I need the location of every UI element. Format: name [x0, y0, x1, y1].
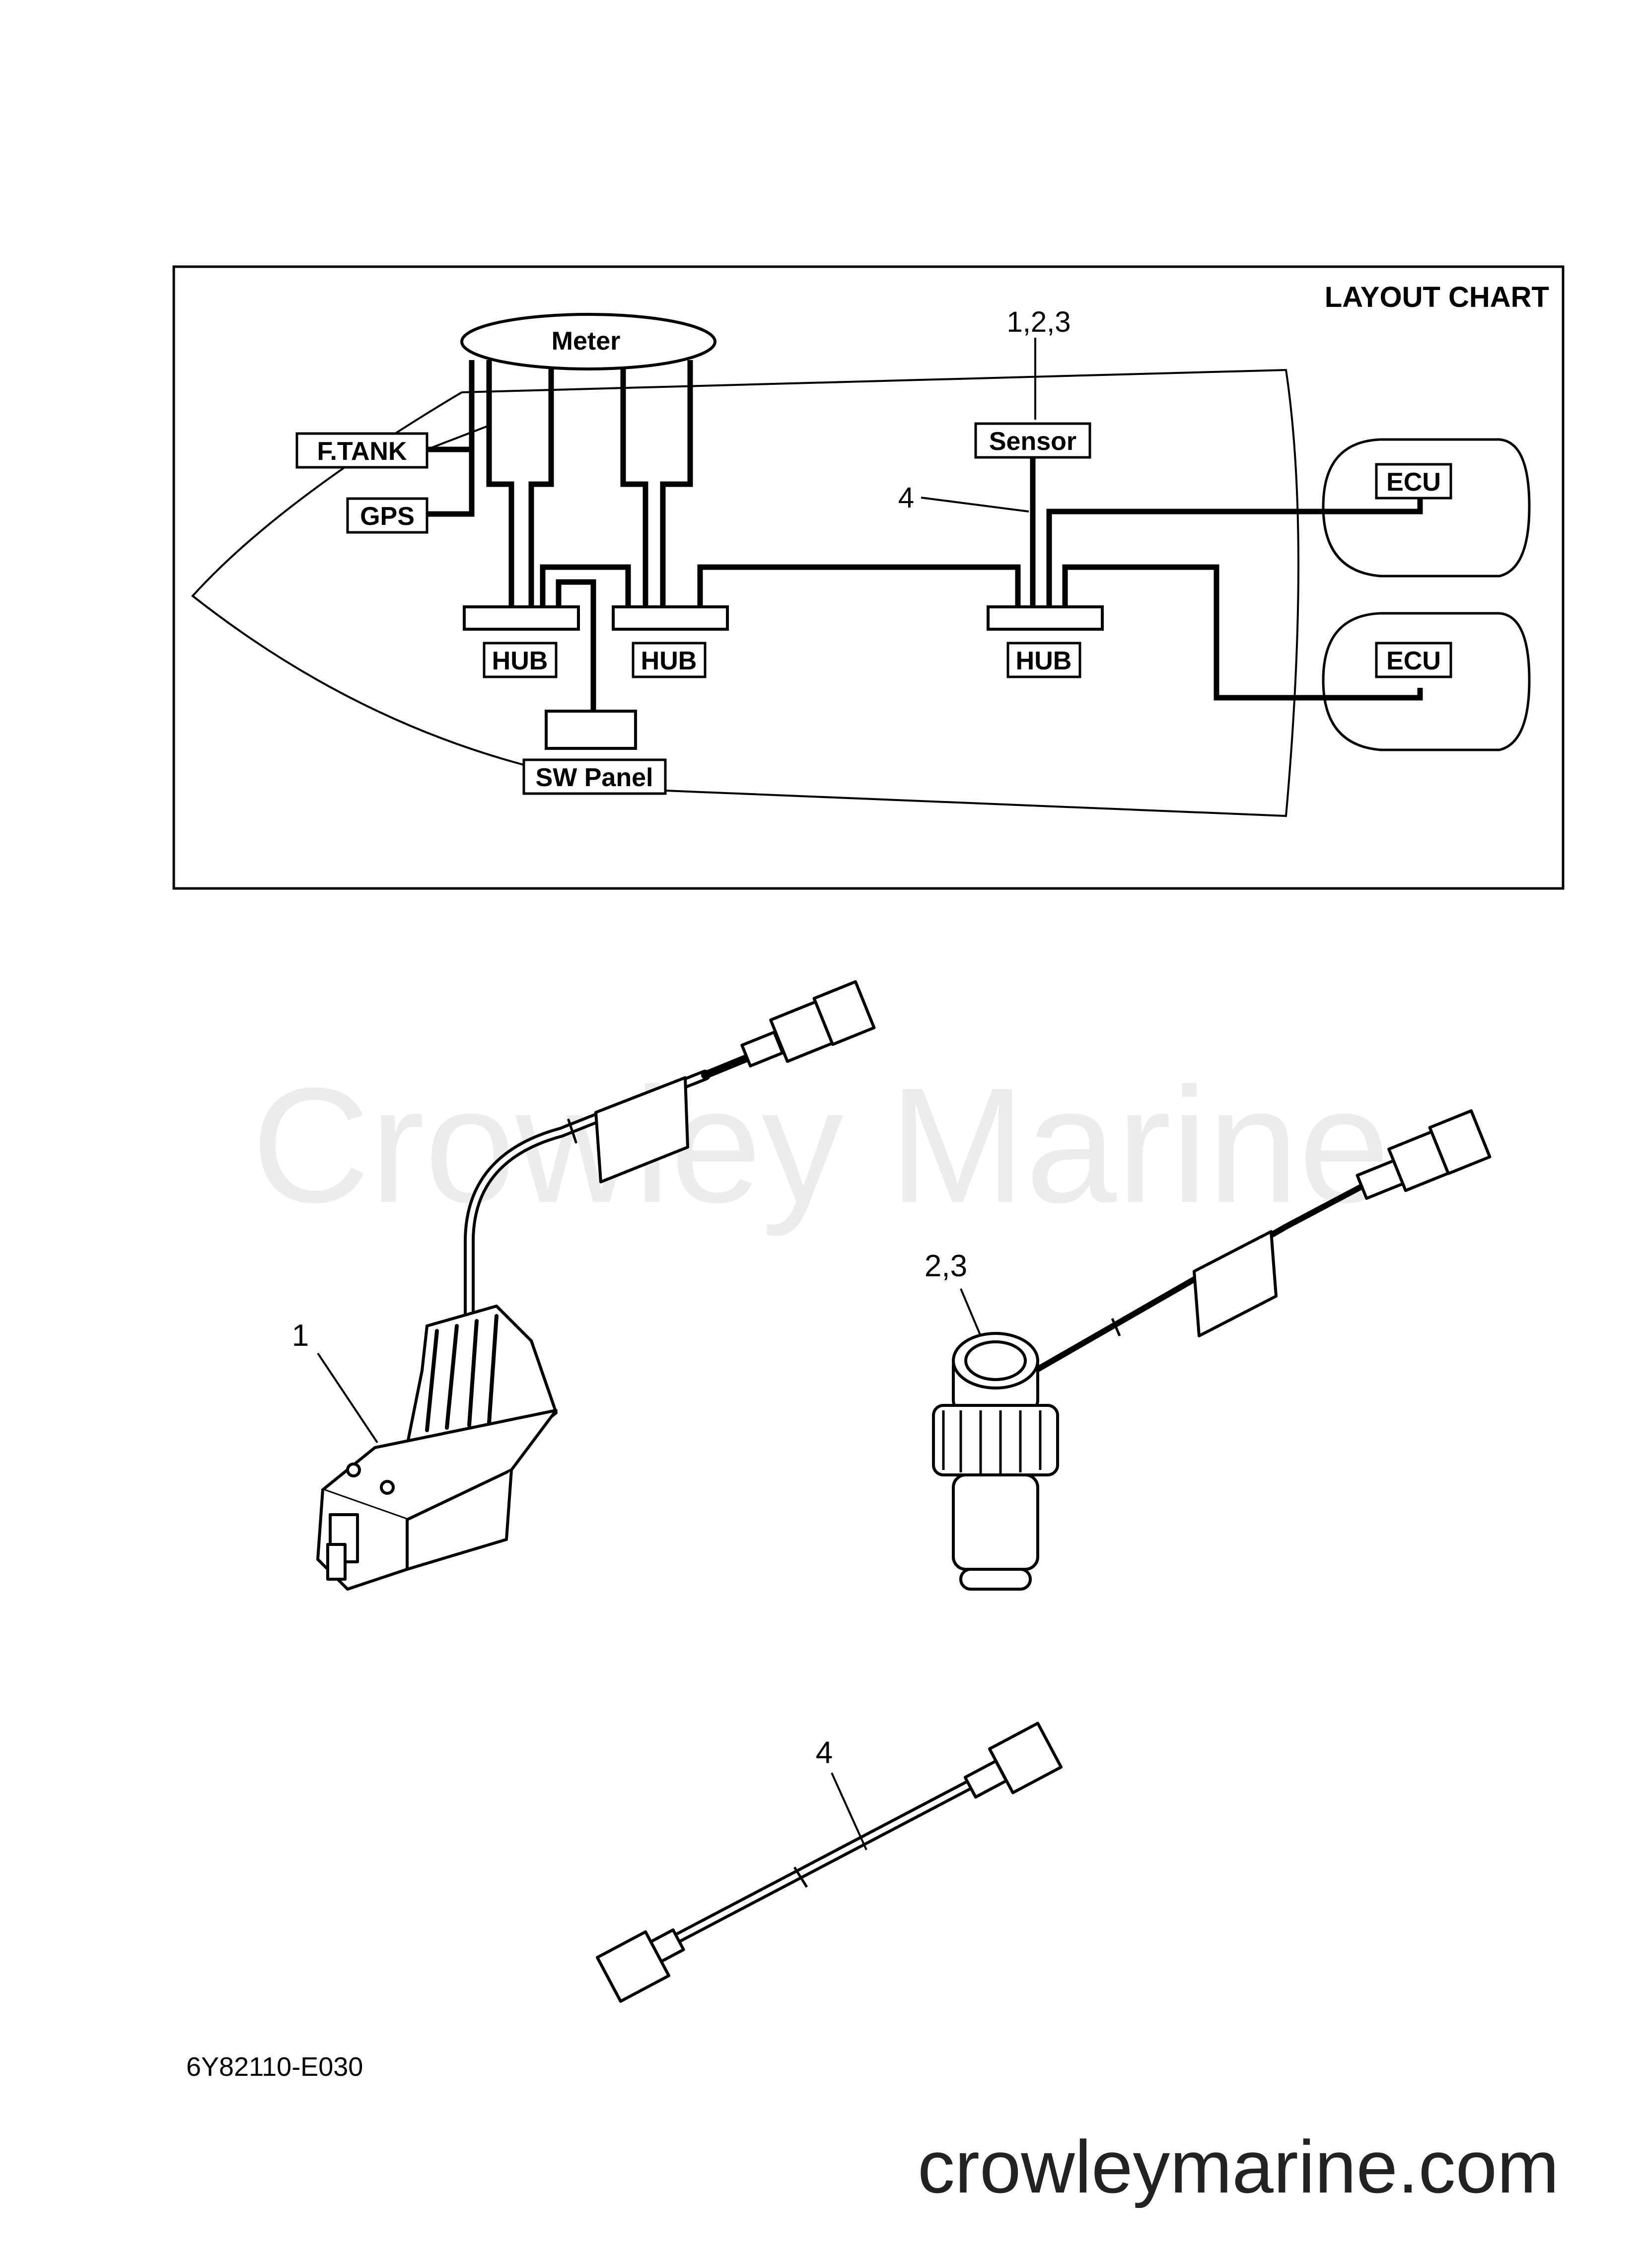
cable-part-leader	[831, 1772, 867, 1850]
hub-right-label: HUB	[1016, 647, 1072, 675]
transducer-part-drawing	[316, 980, 876, 1591]
meter-label: Meter	[552, 327, 621, 356]
gps-box	[346, 497, 428, 534]
hub-mid-bar	[612, 605, 729, 631]
boat-hull-outline	[191, 368, 1299, 817]
network-wiring	[427, 360, 1423, 711]
watermark-text: Crowley Marine	[252, 1053, 1390, 1238]
gps-label: GPS	[360, 502, 415, 531]
cable-ref-label: 4	[816, 1736, 833, 1770]
cable-callout: 4	[898, 482, 914, 514]
transducer-ref-label: 1	[292, 1318, 309, 1353]
extension-cable-drawing	[595, 1722, 1063, 2003]
hub-right-box	[1006, 642, 1081, 678]
hub-left-label: HUB	[492, 647, 548, 675]
engine-cowl-bottom	[1322, 612, 1531, 751]
sw-panel-label: SW Panel	[536, 763, 653, 792]
ecu-top-label: ECU	[1386, 468, 1441, 497]
hub-left-box	[483, 642, 558, 678]
hub-left-bar	[463, 605, 580, 631]
layout-chart-frame	[172, 265, 1565, 890]
cable-callout-leader	[921, 497, 1029, 512]
transducer-leader	[317, 1352, 378, 1444]
hub-mid-label: HUB	[641, 647, 697, 675]
hub-right-bar	[987, 605, 1104, 631]
sw-panel-box	[522, 758, 667, 795]
sensor-callout: 1,2,3	[1007, 306, 1071, 338]
drawing-code: 6Y82110-E030	[186, 2052, 363, 2082]
sensor-part-drawing	[932, 1109, 1492, 1591]
sensor-box	[974, 422, 1091, 459]
site-url[interactable]: crowleymarine.com	[918, 2125, 1559, 2208]
ecu-bottom-label: ECU	[1386, 647, 1441, 675]
meter-display	[460, 313, 716, 370]
ftank-hull-leader	[427, 424, 492, 450]
engine-cowl-top	[1322, 438, 1531, 578]
sensor-part-leader	[960, 1288, 982, 1336]
ftank-label: F.TANK	[317, 437, 407, 466]
layout-chart-title: LAYOUT CHART	[1325, 281, 1549, 313]
sw-panel-unit	[545, 710, 637, 750]
sensor-label: Sensor	[989, 427, 1076, 456]
hub-mid-box	[632, 642, 707, 678]
ftank-box	[295, 432, 428, 469]
ecu-bottom-box	[1375, 642, 1452, 678]
sensor-ref-label: 2,3	[925, 1249, 967, 1283]
ecu-top-box	[1375, 463, 1452, 500]
